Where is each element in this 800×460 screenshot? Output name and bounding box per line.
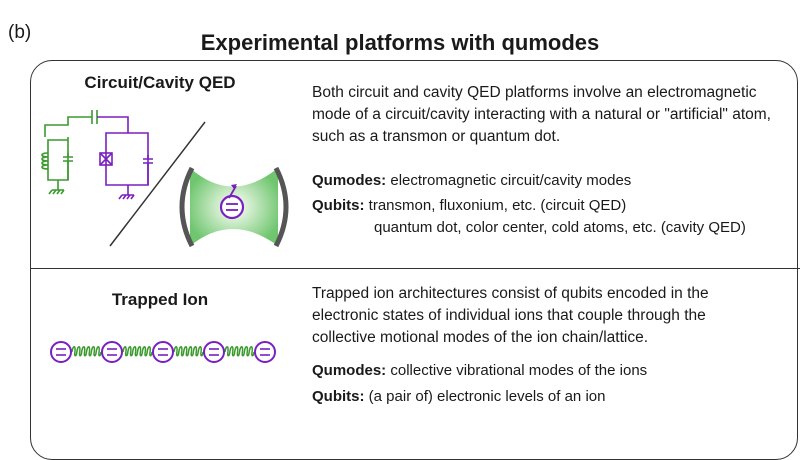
cqed-qubits-label: Qubits: [312, 197, 365, 214]
circuit-qed-schematic [41, 110, 153, 200]
ion-heading: Trapped Ion [111, 290, 209, 309]
cqed-qubits: Qubits: transmon, fluxonium, etc. (circu… [312, 197, 626, 214]
spring-coupling [224, 346, 255, 357]
ion-qubits-label: Qubits: [312, 388, 365, 405]
spring-coupling [71, 346, 102, 357]
ion-qumodes-label: Qumodes: [312, 362, 387, 379]
ion-description: Trapped ion architectures consist of qub… [312, 285, 709, 346]
ion-qubit-icon [152, 341, 174, 363]
ion-qubit-icon [254, 341, 276, 363]
diagonal-separator [109, 121, 206, 247]
ion-chain-diagram [50, 341, 276, 363]
right-mirror [273, 166, 289, 248]
cqed-qubits-text-1: transmon, fluxonium, etc. (circuit QED) [368, 197, 627, 214]
ion-qubits-text: (a pair of) electronic levels of an ion [368, 388, 606, 405]
spring-coupling [122, 346, 153, 357]
spring-coupling [173, 346, 204, 357]
ion-qubit-icon [203, 341, 225, 363]
panel-label: (b) [8, 22, 32, 43]
cqed-description: Both circuit and cavity QED platforms in… [312, 84, 771, 145]
cqed-heading: Circuit/Cavity QED [84, 73, 236, 92]
cqed-qumodes-text: electromagnetic circuit/cavity modes [390, 172, 632, 189]
transmon-circuit [97, 116, 153, 200]
ion-qumodes: Qumodes: collective vibrational modes of… [312, 362, 647, 379]
ion-qubit-icon [101, 341, 123, 363]
ion-qubits: Qubits: (a pair of) electronic levels of… [312, 388, 605, 405]
ion-qumodes-text: collective vibrational modes of the ions [390, 362, 648, 379]
coupling-capacitor [91, 110, 98, 124]
cqed-qubits-line-2: quantum dot, color center, cold atoms, e… [374, 219, 746, 236]
cavity-qed-schematic [179, 166, 289, 248]
left-mirror [179, 166, 195, 248]
ion-qubit-icon [50, 341, 72, 363]
cqed-qubits-text-2: quantum dot, color center, cold atoms, e… [374, 219, 746, 236]
cqed-qumodes: Qumodes: electromagnetic circuit/cavity … [312, 172, 631, 189]
cqed-qumodes-label: Qumodes: [312, 172, 387, 189]
figure-title: Experimental platforms with qumodes [200, 30, 600, 55]
lc-resonator [41, 116, 92, 195]
atom-qubit-icon [219, 184, 245, 220]
section-divider [30, 268, 800, 269]
